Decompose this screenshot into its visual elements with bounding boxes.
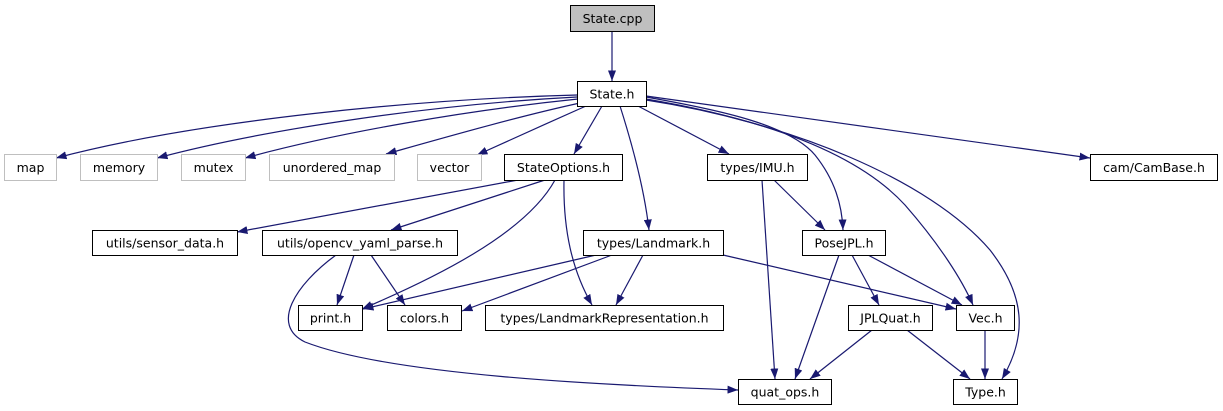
- node-jplquat-h[interactable]: JPLQuat.h: [848, 305, 933, 331]
- node-type-h[interactable]: Type.h: [953, 379, 1018, 405]
- edge-posejpl-h-to-quat-ops-h: [794, 254, 840, 380]
- edge-posejpl-h-to-vec-h: [867, 254, 963, 306]
- edge-types-imu-h-to-quat-ops-h: [761, 179, 779, 380]
- edge-state-h-to-memory: [156, 96, 578, 160]
- node-label: PoseJPL.h: [814, 236, 873, 251]
- edge-state-h-to-vec-h: [645, 98, 974, 306]
- edge-state-h-to-map: [55, 94, 578, 160]
- node-utils-sensor-data-h[interactable]: utils/sensor_data.h: [92, 230, 238, 256]
- edge-state-h-to-types-landmark-h: [619, 105, 652, 231]
- edge-utils-opencv-yaml-parse-h-to-quat-ops-h: [287, 254, 739, 394]
- edge-stateoptions-h-to-types-landmark-representation-h: [563, 179, 593, 306]
- node-memory: memory: [80, 154, 158, 181]
- node-label: print.h: [310, 311, 351, 326]
- edge-stateoptions-h-to-utils-opencv-yaml-parse-h: [390, 179, 546, 231]
- node-label: types/LandmarkRepresentation.h: [500, 311, 708, 326]
- edge-state-h-to-unordered-map: [385, 102, 581, 156]
- node-state-h[interactable]: State.h: [577, 81, 647, 107]
- node-posejpl-h[interactable]: PoseJPL.h: [802, 230, 886, 256]
- node-label: utils/opencv_yaml_parse.h: [277, 236, 443, 251]
- node-mutex: mutex: [181, 154, 246, 181]
- node-types-landmark-representation-h[interactable]: types/LandmarkRepresentation.h: [485, 305, 724, 331]
- edge-state-h-to-vector: [476, 105, 587, 156]
- node-label: types/Landmark.h: [597, 236, 710, 251]
- node-label: JPLQuat.h: [859, 311, 920, 326]
- edge-state-h-to-mutex: [244, 98, 579, 160]
- node-label: utils/sensor_data.h: [106, 236, 224, 251]
- node-label: vector: [430, 160, 471, 175]
- node-colors-h[interactable]: colors.h: [387, 305, 462, 331]
- edges: [55, 31, 1091, 394]
- edge-state-h-to-cam-cambase-h: [645, 95, 1091, 161]
- edge-types-landmark-h-to-vec-h: [722, 254, 957, 311]
- node-quat-ops-h[interactable]: quat_ops.h: [738, 379, 832, 405]
- edge-stateoptions-h-to-utils-sensor-data-h: [236, 179, 519, 235]
- node-label: State.h: [590, 87, 635, 102]
- node-types-imu-h[interactable]: types/IMU.h: [707, 154, 808, 181]
- edge-types-imu-h-to-posejpl-h: [773, 179, 826, 231]
- node-label: colors.h: [400, 311, 449, 326]
- node-label: map: [17, 160, 45, 175]
- nodes: State.cpp State.h map memory mutex unord…: [4, 5, 1218, 405]
- node-vec-h[interactable]: Vec.h: [956, 305, 1015, 331]
- node-label: unordered_map: [283, 160, 382, 175]
- node-label: types/IMU.h: [720, 160, 794, 175]
- edge-jplquat-h-to-type-h: [906, 329, 971, 380]
- node-label: State.cpp: [583, 11, 643, 26]
- node-types-landmark-h[interactable]: types/Landmark.h: [583, 230, 724, 256]
- node-state-cpp: State.cpp: [570, 5, 655, 32]
- node-cam-cambase-h[interactable]: cam/CamBase.h: [1090, 154, 1218, 181]
- node-label: Vec.h: [968, 311, 1002, 326]
- node-map: map: [4, 154, 57, 181]
- edge-types-landmark-h-to-print-h: [362, 254, 597, 311]
- node-label: StateOptions.h: [517, 160, 610, 175]
- edge-types-landmark-h-to-colors-h: [461, 254, 613, 312]
- edge-utils-opencv-yaml-parse-h-to-print-h: [336, 254, 355, 306]
- node-unordered-map: unordered_map: [269, 154, 395, 181]
- edge-jplquat-h-to-quat-ops-h: [809, 329, 873, 380]
- edge-state-h-to-types-imu-h: [637, 105, 730, 155]
- edge-state-h-to-posejpl-h: [645, 96, 847, 231]
- node-stateoptions-h[interactable]: StateOptions.h: [504, 154, 623, 181]
- node-print-h[interactable]: print.h: [298, 305, 363, 331]
- edge-stateoptions-h-to-print-h: [361, 179, 556, 310]
- node-vector: vector: [417, 154, 482, 181]
- node-utils-opencv-yaml-parse-h[interactable]: utils/opencv_yaml_parse.h: [262, 230, 458, 256]
- node-label: mutex: [194, 160, 234, 175]
- edge-state-h-to-type-h: [645, 99, 1020, 380]
- node-label: memory: [93, 160, 146, 175]
- node-label: quat_ops.h: [751, 385, 820, 400]
- edge-state-h-to-stateoptions-h: [573, 105, 603, 155]
- edge-utils-opencv-yaml-parse-h-to-colors-h: [370, 254, 406, 306]
- node-label: cam/CamBase.h: [1103, 160, 1205, 175]
- edge-types-landmark-h-to-types-landmark-representation-h: [615, 254, 644, 306]
- edge-posejpl-h-to-jplquat-h: [851, 254, 880, 306]
- node-label: Type.h: [964, 385, 1006, 400]
